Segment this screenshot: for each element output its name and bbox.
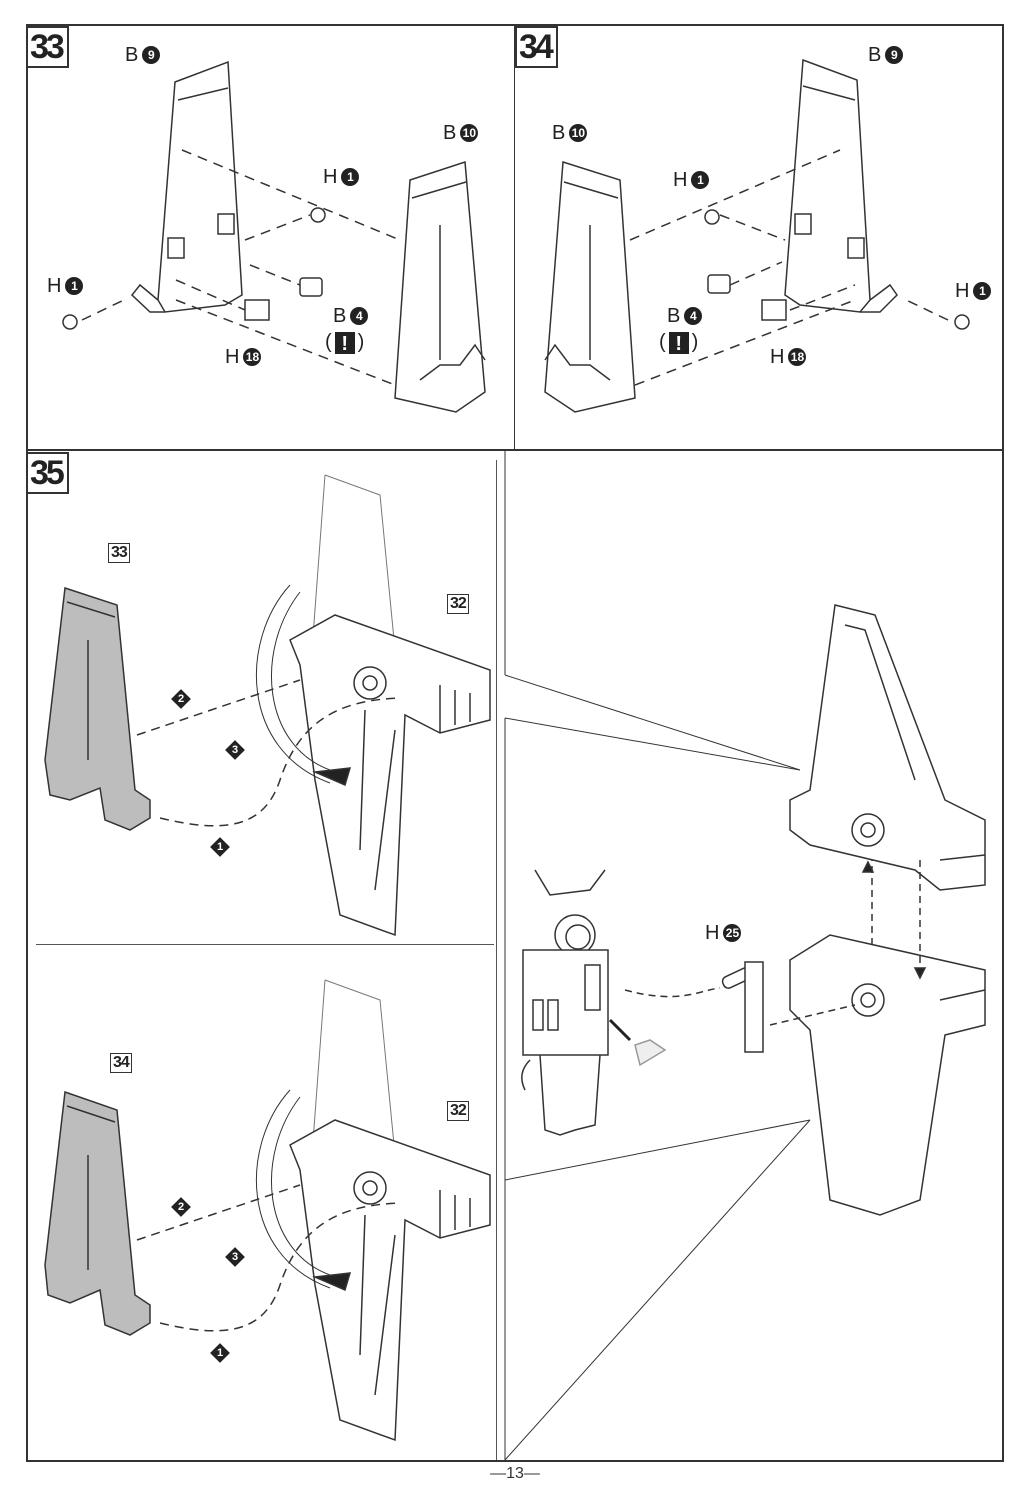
part-h1-cap [704, 209, 720, 225]
divider-step33-34 [514, 24, 515, 450]
exclamation-icon: ! [668, 332, 689, 355]
callout-line [504, 717, 801, 771]
detail-fin-lower [789, 934, 986, 1216]
assembled-step-32-unit [289, 979, 491, 1442]
step-number-34: 34 [515, 26, 558, 68]
assembled-step-32-unit [289, 474, 491, 937]
part-b9-fin [784, 58, 898, 313]
page-frame [26, 24, 1004, 1462]
divider-step35-sub [36, 944, 494, 945]
assembly-guides [136, 679, 401, 827]
step-number-35: 35 [26, 452, 69, 494]
shaded-part-from-34 [44, 1090, 151, 1336]
step-number-33: 33 [26, 26, 69, 68]
assembly-guides [136, 1184, 401, 1332]
part-h1-cap [310, 207, 326, 223]
exclamation-icon: ! [334, 332, 355, 355]
part-b4 [299, 277, 323, 297]
part-b10-panel [394, 160, 486, 413]
divider-top-steps [26, 449, 1004, 451]
callout-line [504, 1119, 811, 1181]
detail-fin-upper [789, 604, 986, 891]
part-b10-panel [544, 161, 636, 413]
part-h25-peg [721, 961, 764, 1053]
part-h1-cap [62, 314, 78, 330]
shaded-part-from-33 [44, 587, 151, 831]
part-h1-cap [954, 314, 970, 330]
caution-badge: (!) [659, 331, 699, 355]
assembly-guides [624, 860, 921, 1026]
callout-line [504, 674, 801, 771]
part-h18 [244, 299, 270, 321]
caution-badge: (!) [325, 331, 365, 355]
ref-step-32: 32 [447, 594, 469, 614]
part-h18 [761, 299, 787, 321]
part-b9-fin [130, 60, 243, 313]
ref-step-32: 32 [447, 1101, 469, 1121]
detail-arm-unit [520, 869, 667, 1136]
part-b4 [707, 274, 731, 294]
callout-line [504, 1119, 811, 1461]
assembly-guides [81, 149, 401, 386]
assembly-guides [629, 149, 949, 386]
page-number: —13— [490, 1465, 540, 1482]
divider-step35-left-right [496, 460, 497, 1460]
ref-step-33: 33 [108, 543, 130, 563]
ref-step-34: 34 [110, 1053, 132, 1073]
